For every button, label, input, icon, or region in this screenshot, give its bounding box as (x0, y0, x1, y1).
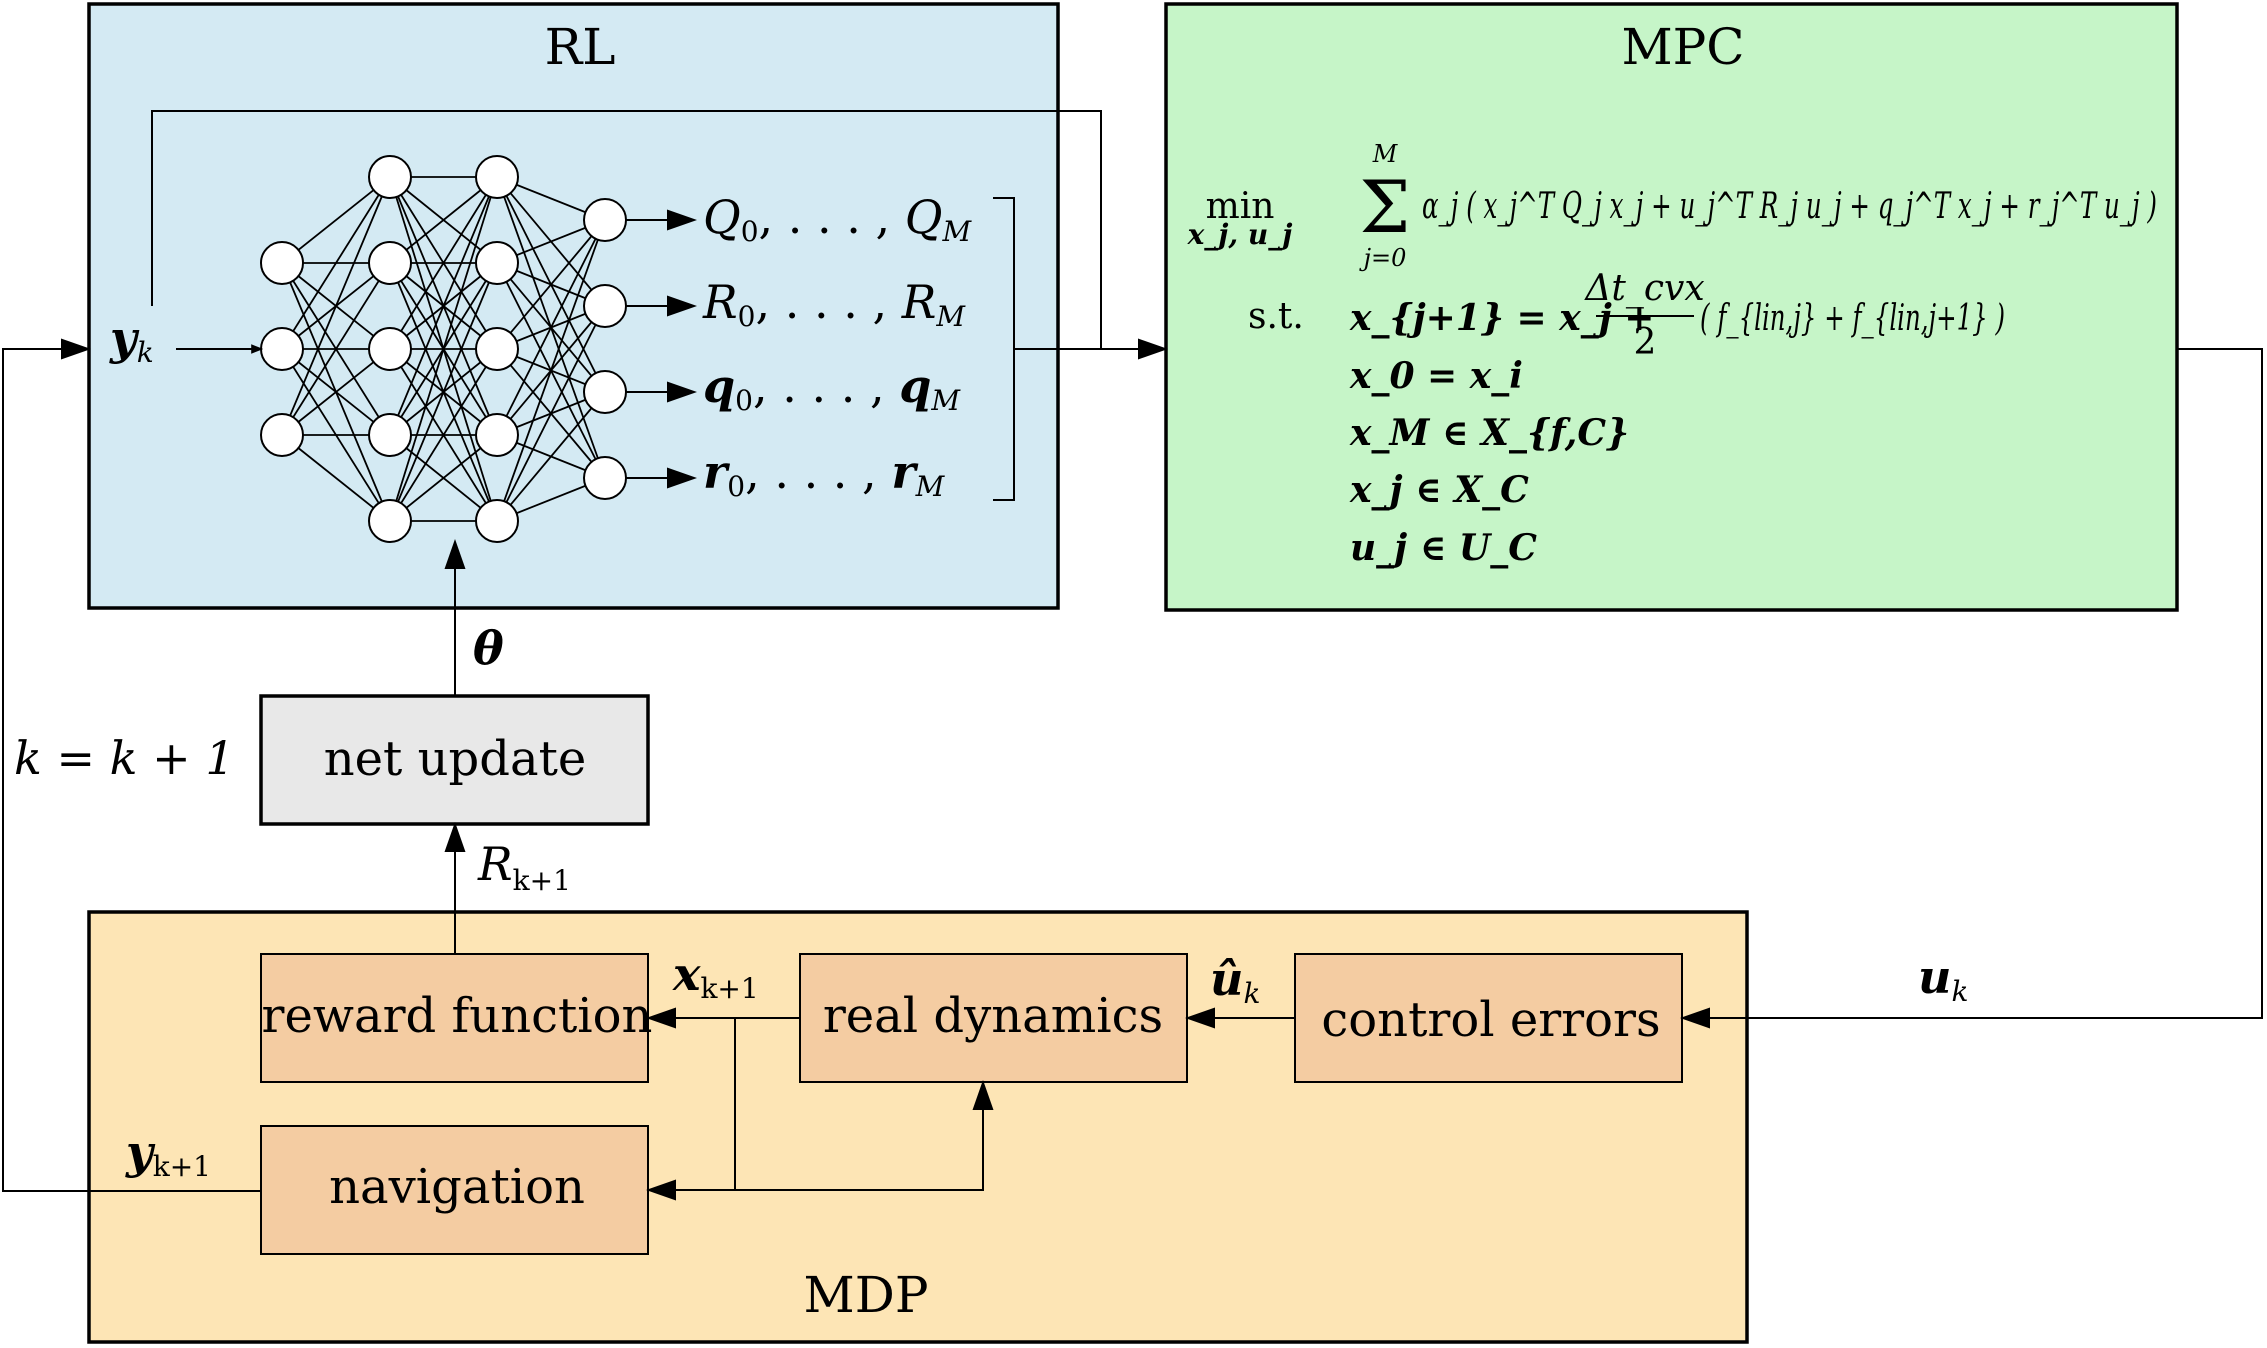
nn-node (583, 456, 627, 500)
theta-label: θ (473, 621, 504, 675)
output-r-matrices: R0, . . . , RM (702, 275, 966, 333)
reward-function-label: reward function (262, 988, 653, 1044)
nn-edge (389, 348, 498, 522)
nn-node (260, 241, 304, 285)
nn-edge (389, 176, 498, 264)
nn-node (260, 327, 304, 371)
x-next-label: xk+1 (672, 947, 759, 1005)
mpc-constraint-dynamics-num: Δt_cvx (1583, 268, 1704, 309)
nn-edge (281, 434, 391, 522)
nn-node (475, 155, 519, 199)
rl-title: RL (545, 18, 616, 76)
nn-node (583, 198, 627, 242)
navigation-to-rl-line (2, 338, 261, 1192)
mpc-min-vars: x_j, u_j (1187, 218, 1293, 251)
nn-node (368, 499, 412, 543)
nn-node (368, 327, 412, 371)
u-hat-label: ûk (1210, 952, 1260, 1010)
mpc-objective: α_j ( x_j^T Q_j x_j + u_j^T R_j u_j + q_… (1422, 186, 2157, 227)
mpc-sum-upper: M (1372, 140, 1399, 168)
nn-edge (389, 176, 498, 436)
real-dynamics-label: real dynamics (823, 988, 1163, 1044)
reward-function-block (260, 953, 649, 1083)
output-q-matrices: Q0, . . . , QM (703, 190, 973, 248)
input-y-label: yk (109, 311, 154, 369)
mpc-constraint-dynamics-den: 2 (1634, 322, 1657, 363)
mpc-sum-lower: j=0 (1359, 244, 1407, 272)
nn-node (583, 370, 627, 414)
y-next-label: yk+1 (125, 1125, 211, 1183)
nn-node (583, 284, 627, 328)
reward-label: Rk+1 (477, 837, 571, 897)
nn-edge (496, 219, 606, 350)
mdp-title: MDP (804, 1266, 929, 1324)
nn-edge (389, 434, 498, 522)
net-update-label: net update (324, 731, 587, 787)
mpc-constraint-initial: x_0 = x_i (1349, 355, 1523, 397)
nn-node (475, 241, 519, 285)
mpc-constraint-input: u_j ∈ U_C (1350, 527, 1537, 569)
mpc-constraint-state: x_j ∈ X_C (1349, 469, 1529, 511)
nn-node (475, 327, 519, 371)
nn-node (368, 413, 412, 457)
mpc-title: MPC (1621, 18, 1744, 76)
nn-edge (281, 262, 391, 436)
nn-edge (389, 176, 498, 350)
control-errors-block (1294, 953, 1683, 1083)
state-to-dynamics-arrow (735, 1080, 994, 1191)
mpc-to-control-errors-line (1680, 348, 2263, 1029)
net-update-block (259, 694, 650, 826)
mpc-constraint-dynamics-right: ( f_{lin,j} + f_{lin,j+1} ) (1700, 298, 2005, 339)
yk-to-mpc-line (151, 110, 1102, 349)
mpc-st: s.t. (1248, 296, 1304, 337)
mpc-sum: Σ (1360, 165, 1411, 249)
nn-edge (496, 219, 606, 436)
mpc-block (1164, 2, 2179, 612)
navigation-label: navigation (329, 1159, 585, 1215)
nn-edge (389, 262, 498, 522)
nn-edge (281, 176, 391, 350)
nn-node (475, 413, 519, 457)
output-r-vectors: r0, . . . , rM (703, 445, 946, 503)
nn-node (368, 241, 412, 285)
nn-node (475, 499, 519, 543)
nn-edge (496, 305, 606, 522)
nn-nodes (260, 155, 627, 543)
nn-edge (496, 391, 606, 522)
nn-node (260, 413, 304, 457)
real-dynamics-block (799, 953, 1188, 1083)
output-q-vectors: q0, . . . , qM (703, 359, 961, 417)
loop-counter-label: k = k + 1 (14, 731, 235, 785)
control-errors-label: control errors (1321, 992, 1660, 1048)
nn-edge (496, 219, 606, 522)
nn-edge (281, 176, 391, 436)
nn-edge (281, 348, 391, 436)
mpc-constraint-terminal: x_M ∈ X_{f,C} (1349, 412, 1629, 454)
mpc-constraint-dynamics-left: x_{j+1} = x_j + (1349, 297, 1654, 339)
nn-edge (281, 176, 391, 264)
nn-edge (389, 176, 498, 522)
output-arrows (626, 209, 697, 489)
mpc-problem: min x_j, u_j M Σ j=0 α_j ( x_j^T Q_j x_j… (1187, 140, 2157, 569)
mpc-min: min (1206, 186, 1275, 227)
nn-node (368, 155, 412, 199)
u-k-label: uk (1918, 950, 1968, 1008)
